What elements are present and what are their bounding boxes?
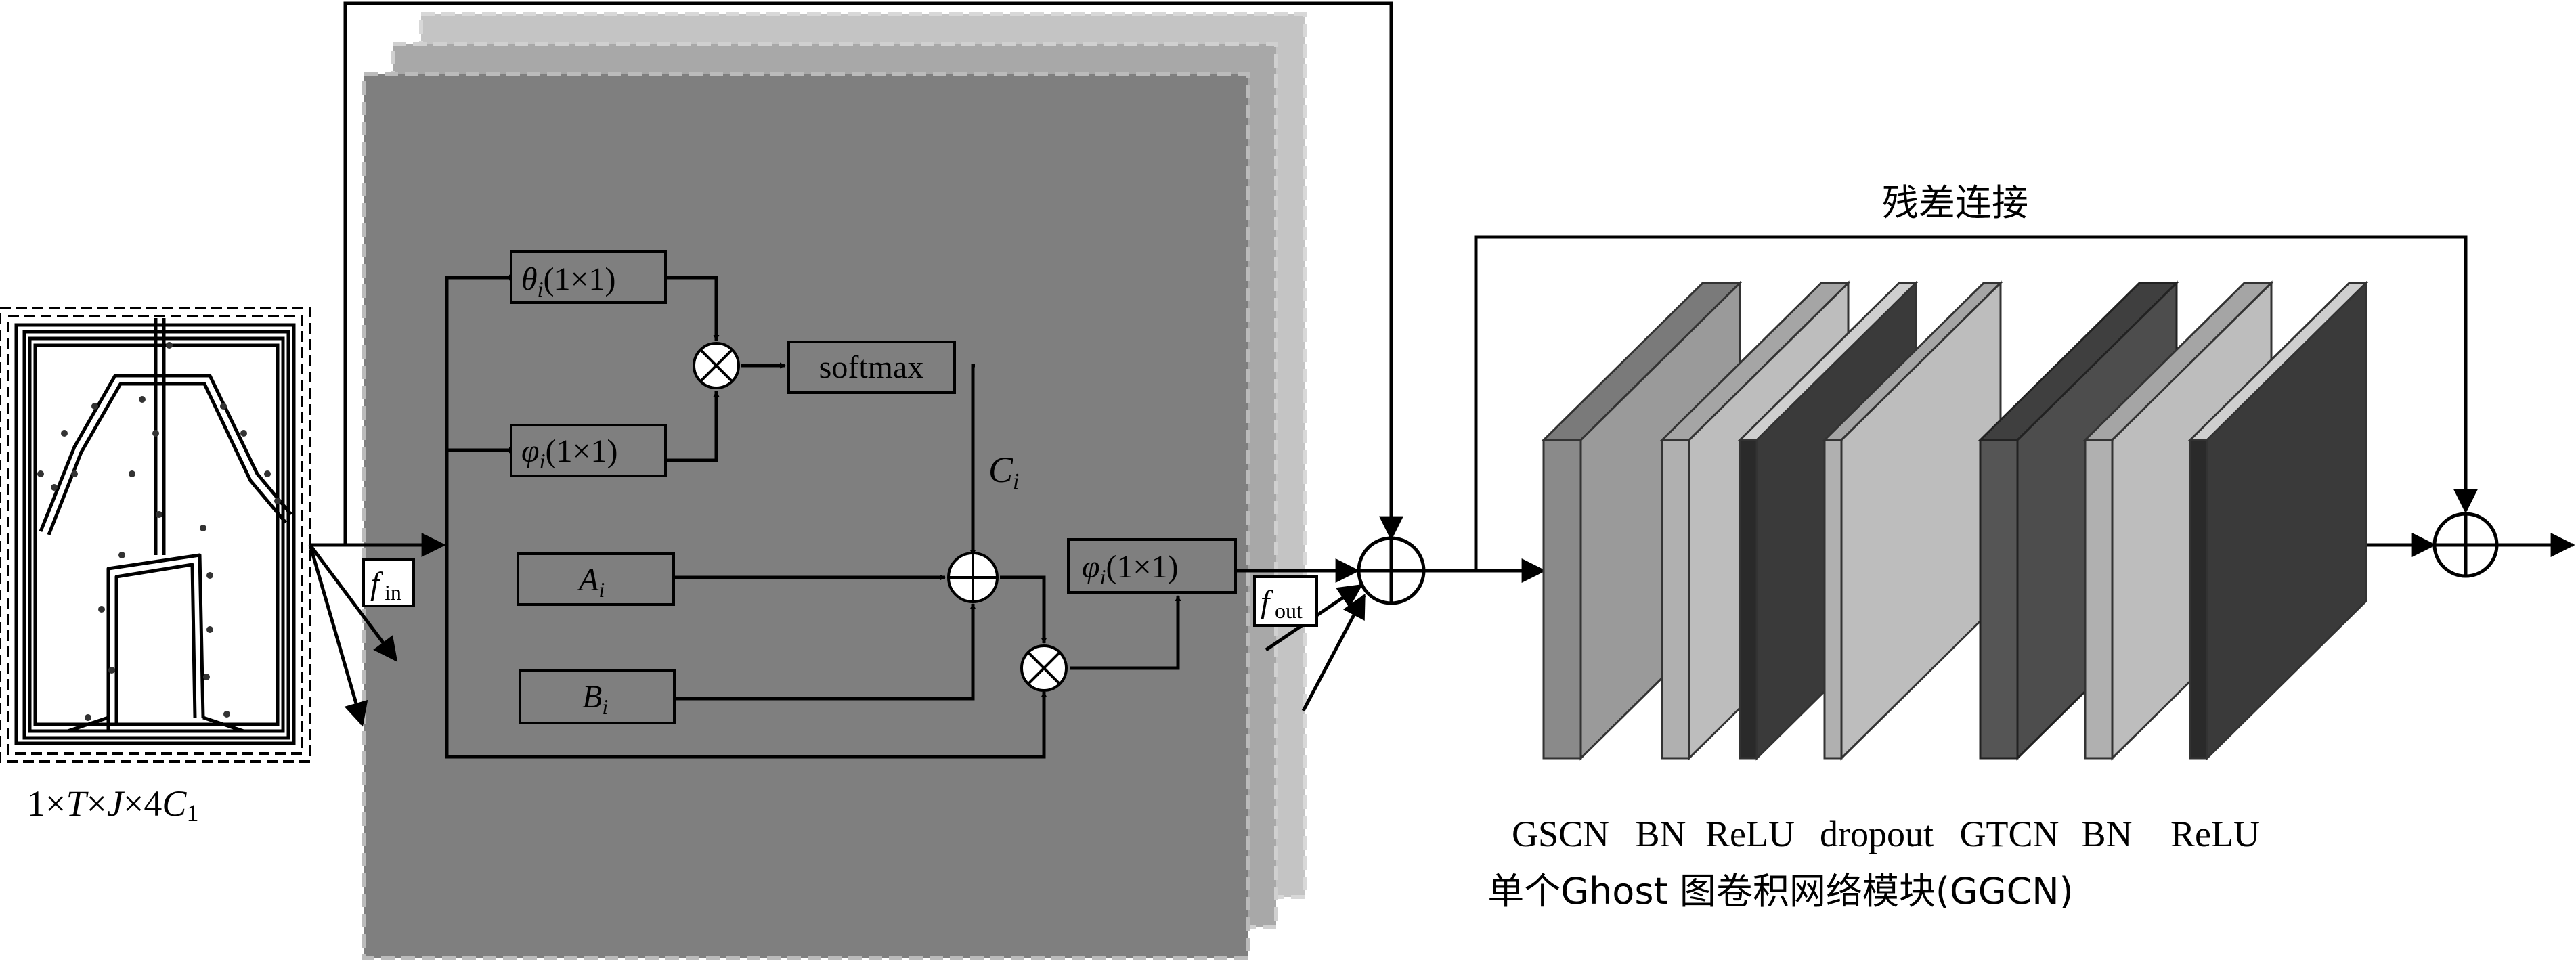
- add-node-residual: [2432, 512, 2499, 578]
- label-dropout: dropout: [1820, 814, 1934, 854]
- b-label: Bi: [582, 679, 608, 719]
- label-bn-2: BN: [2081, 814, 2132, 854]
- input-dims-label: 1×T×J×4C1: [27, 783, 198, 827]
- ggcn-layers: [1541, 280, 2369, 761]
- f-out-sub: out: [1275, 598, 1303, 623]
- c-label: Ci: [988, 449, 1019, 494]
- f-out-box: f out: [1253, 575, 1318, 627]
- module-caption: 单个Ghost 图卷积网络模块(GGCN): [1487, 870, 2074, 913]
- phi-top-label: φi(1×1): [521, 433, 618, 473]
- b-box: Bi: [519, 669, 676, 724]
- panel-front: [362, 72, 1250, 960]
- label-gtcn: GTCN: [1960, 814, 2059, 854]
- layer-relu-2: [2187, 280, 2369, 761]
- input-arrows: [308, 1, 1403, 727]
- theta-label: θi(1×1): [521, 261, 616, 301]
- f-in-box: f in: [362, 558, 415, 607]
- multiply-node-top: [693, 342, 740, 389]
- skeleton-joints: [37, 342, 281, 721]
- softmax-label: softmax: [819, 349, 924, 385]
- a-label: Ai: [577, 562, 605, 602]
- a-box: Ai: [517, 552, 675, 606]
- f-in-sub: in: [385, 580, 401, 605]
- phi-out-label: φi(1×1): [1082, 549, 1179, 589]
- skeleton-figure: [39, 318, 292, 733]
- residual-label: 残差连接: [1882, 181, 2028, 224]
- add-node-attention: [1357, 536, 1426, 605]
- theta-box: θi(1×1): [510, 250, 667, 304]
- label-bn-1: BN: [1635, 814, 1686, 854]
- attention-head-stack: [362, 12, 1307, 960]
- layer-dropout: [1822, 280, 2003, 761]
- phi-box-top: φi(1×1): [510, 424, 667, 477]
- add-node-mid: [947, 552, 999, 603]
- internal-wiring: [445, 274, 1366, 759]
- layer-labels: GSCN BN ReLU dropout GTCN BN ReLU: [1512, 814, 2260, 854]
- input-skeleton-block: 1×T×J×4C1: [0, 307, 311, 827]
- softmax-box: softmax: [787, 341, 956, 394]
- ggcn-wiring: [1424, 235, 2575, 583]
- phi-box-out: φi(1×1): [1067, 538, 1237, 594]
- label-relu-2: ReLU: [2170, 814, 2260, 854]
- multiply-node-bottom: [1020, 644, 1068, 692]
- label-gscn: GSCN: [1512, 814, 1609, 854]
- label-relu-1: ReLU: [1705, 814, 1795, 854]
